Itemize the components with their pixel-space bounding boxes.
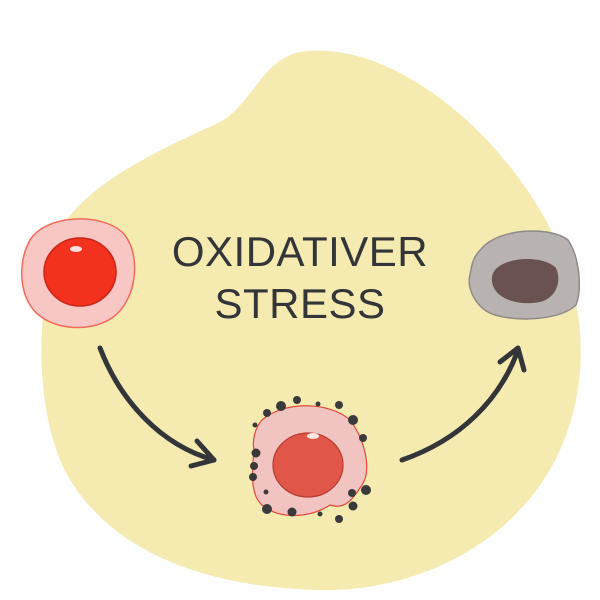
ros-particles <box>249 396 371 523</box>
background-blob <box>41 50 581 591</box>
title: OXIDATIVER STRESS <box>150 226 450 330</box>
arrow-up-right-icon <box>399 345 527 463</box>
stressed-cell-icon <box>249 396 371 523</box>
title-line-1: OXIDATIVER <box>171 228 429 275</box>
arrow-down-right-icon <box>97 345 217 469</box>
healthy-cell-icon <box>21 218 136 329</box>
dead-cell-icon <box>468 230 581 320</box>
title-line-2: STRESS <box>214 280 386 327</box>
